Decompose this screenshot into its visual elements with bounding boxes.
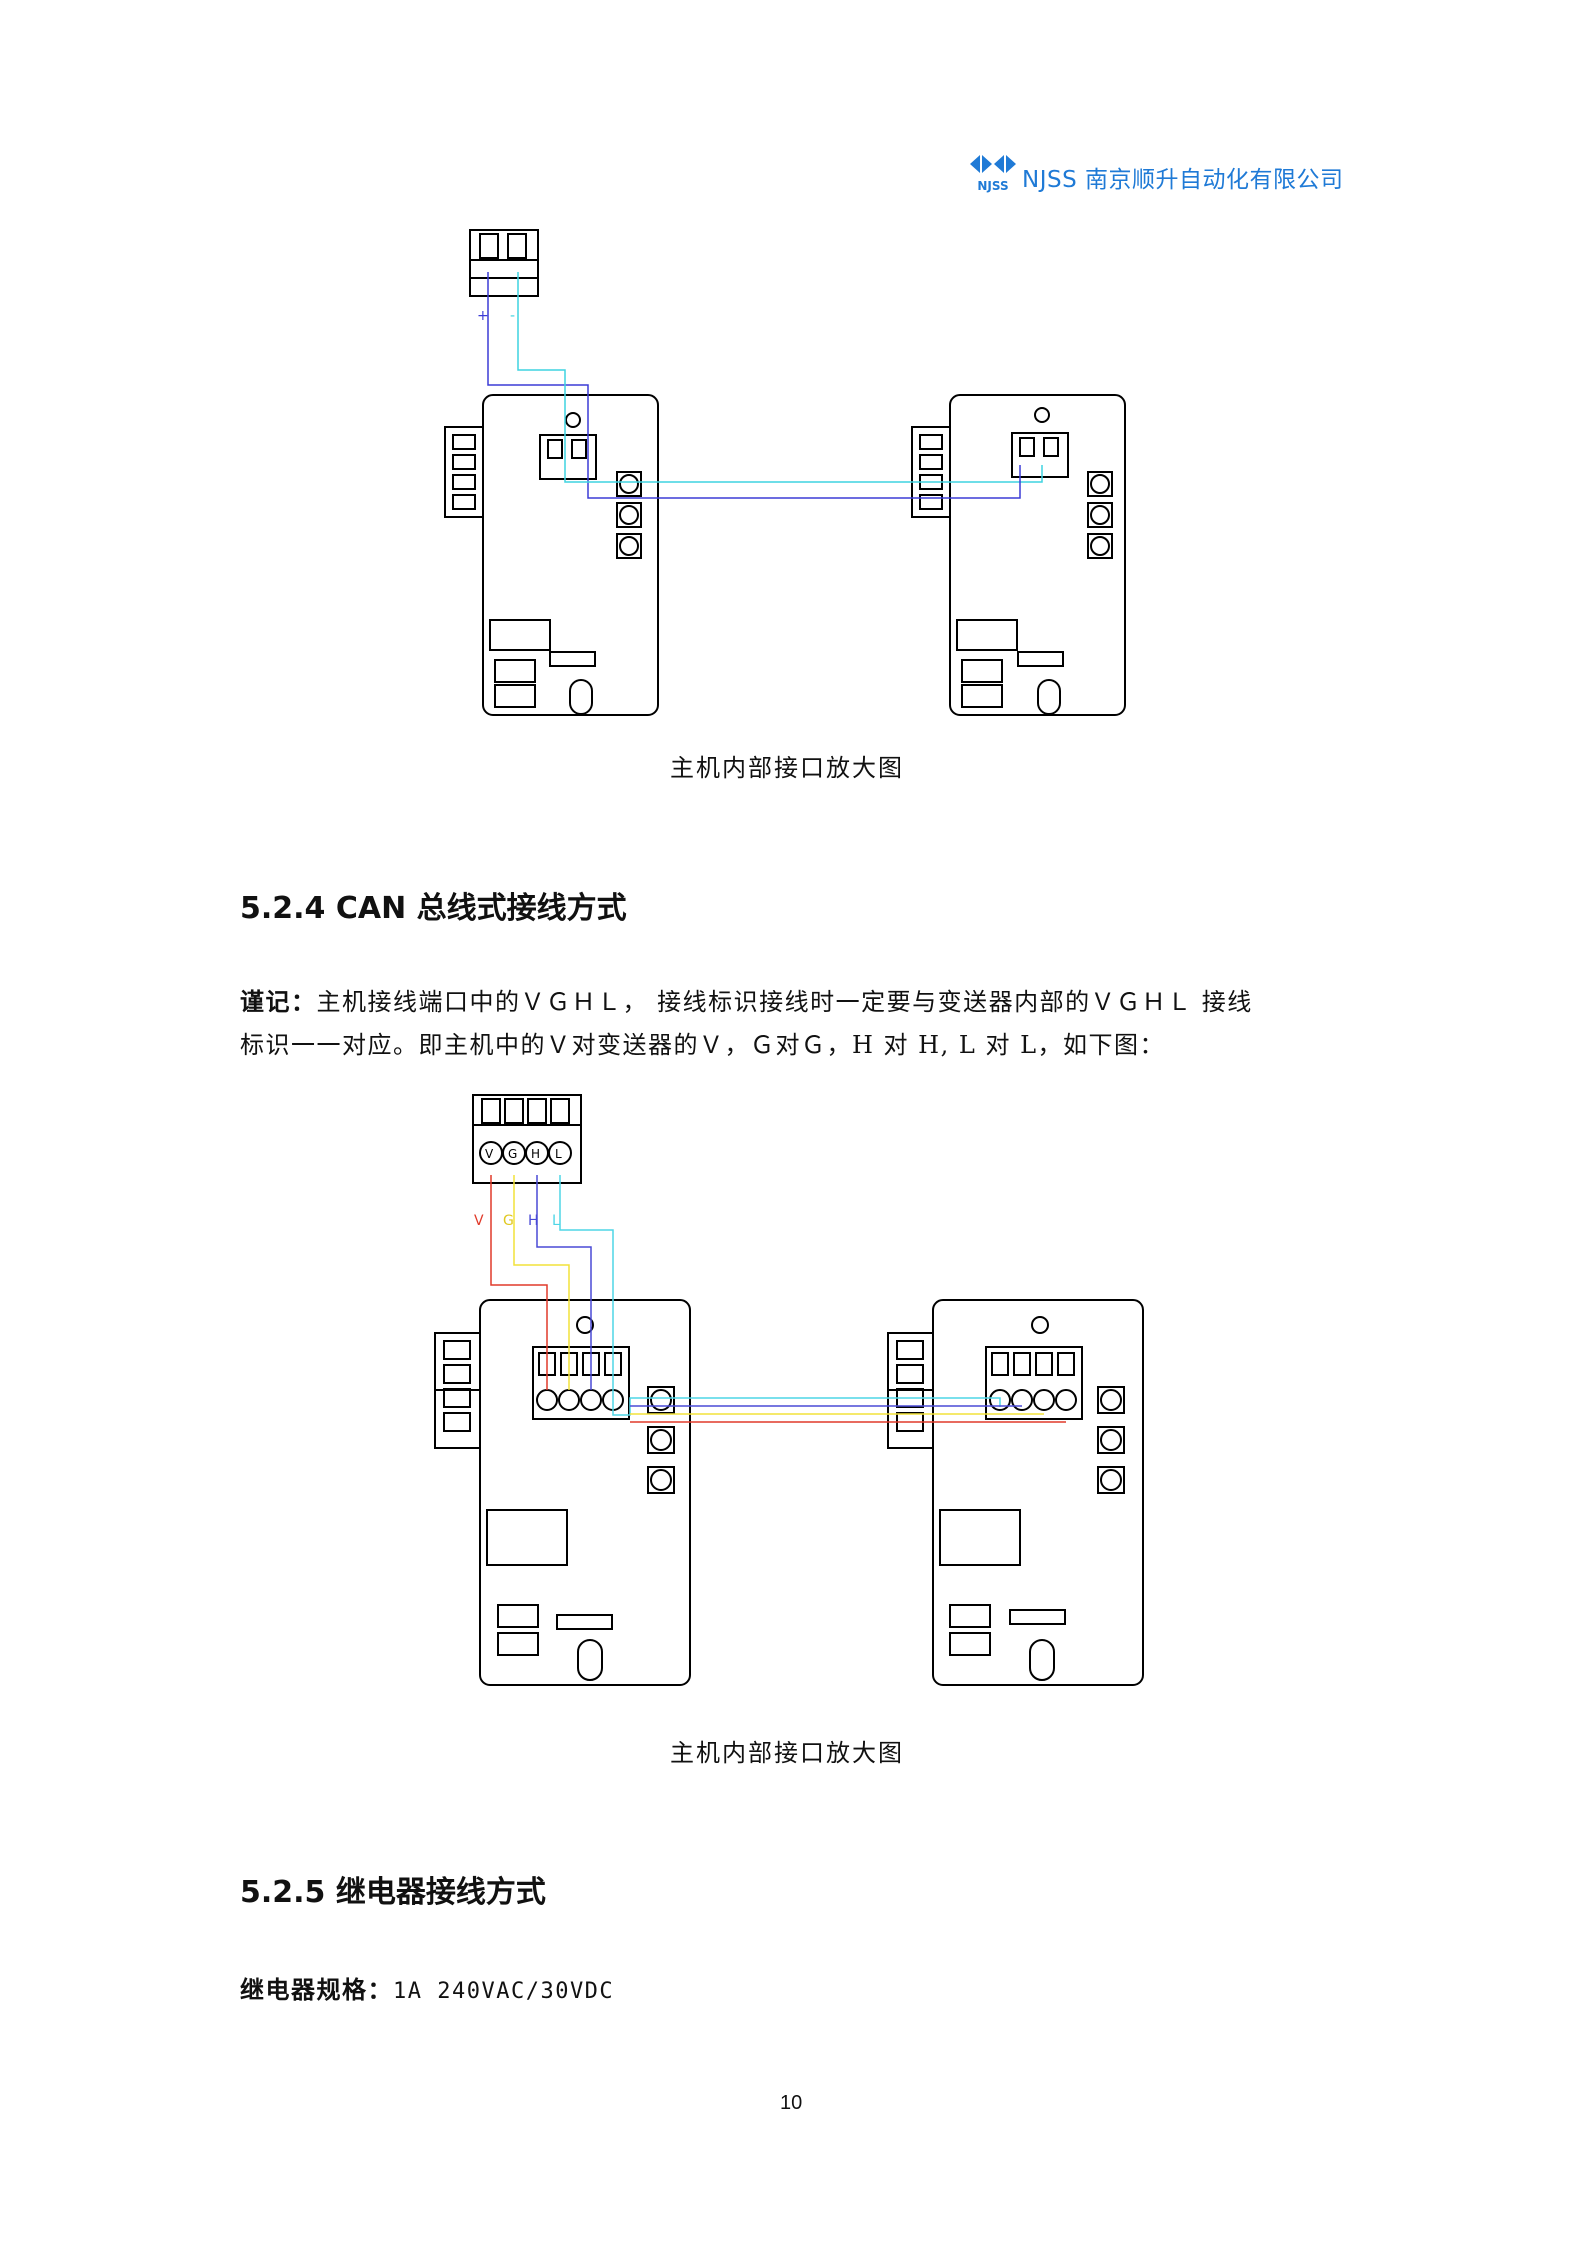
wire-g: [513, 1175, 570, 1390]
external-4pin-connector: [472, 1094, 582, 1184]
pin-label-v: V: [485, 1147, 494, 1161]
host-interface-diagram-1: + -: [444, 229, 1126, 716]
company-name: NJSS 南京顺升自动化有限公司: [1022, 167, 1344, 193]
page-number: 10: [780, 2092, 803, 2114]
note-line-1-text: 主机接线端口中的ＶＧＨＬ， 接线标识接线时一定要与变送器内部的ＶＧＨＬ 接线: [316, 988, 1253, 1016]
pin-label-h: H: [531, 1147, 540, 1161]
plus-label: +: [477, 308, 489, 324]
left-host-board: [479, 1299, 691, 1686]
logo-text: NJSS: [977, 179, 1008, 193]
wire-label-h: H: [528, 1213, 539, 1229]
wire-label-l: L: [552, 1213, 560, 1229]
company-logo: NJSS: [968, 152, 1018, 198]
wire-label-g: G: [503, 1213, 514, 1229]
external-2pin-connector: [469, 229, 539, 297]
note-line-2: 标识一一对应。即主机中的Ｖ对变送器的Ｖ，Ｇ对Ｇ，H 对 H, L 对 L，如下图…: [240, 1031, 1166, 1059]
relay-spec-label: 继电器规格：: [240, 1975, 393, 2004]
wire-plus: [487, 272, 589, 460]
minus-label: -: [510, 308, 515, 324]
diagram2-caption: 主机内部接口放大图: [670, 1739, 904, 1767]
relay-spec-value: 1A 240VAC/30VDC: [393, 1979, 615, 2004]
relay-spec-line: 继电器规格：1A 240VAC/30VDC: [240, 1970, 614, 2005]
wire-v: [490, 1175, 548, 1390]
wire-h: [536, 1175, 592, 1390]
note-line-1: 谨记：主机接线端口中的ＶＧＨＬ， 接线标识接线时一定要与变送器内部的ＶＧＨＬ 接…: [240, 982, 1253, 1017]
right-transmitter-board: [932, 1299, 1144, 1686]
pin-label-l: L: [555, 1147, 562, 1161]
note-label: 谨记：: [240, 987, 317, 1016]
left-host-board: [482, 394, 659, 716]
section-5-2-5-heading: 5.2.5 继电器接线方式: [240, 1875, 546, 1910]
right-transmitter-board: [949, 394, 1126, 716]
wire-label-v: V: [474, 1213, 484, 1229]
wire-l: [559, 1175, 614, 1390]
wire-minus: [517, 272, 566, 460]
diagram1-caption: 主机内部接口放大图: [670, 754, 904, 782]
pin-label-g: G: [508, 1147, 517, 1161]
section-5-2-4-heading: 5.2.4 CAN 总线式接线方式: [240, 891, 627, 926]
can-bus-wiring-diagram: V G H L V G H L: [434, 1094, 1144, 1686]
